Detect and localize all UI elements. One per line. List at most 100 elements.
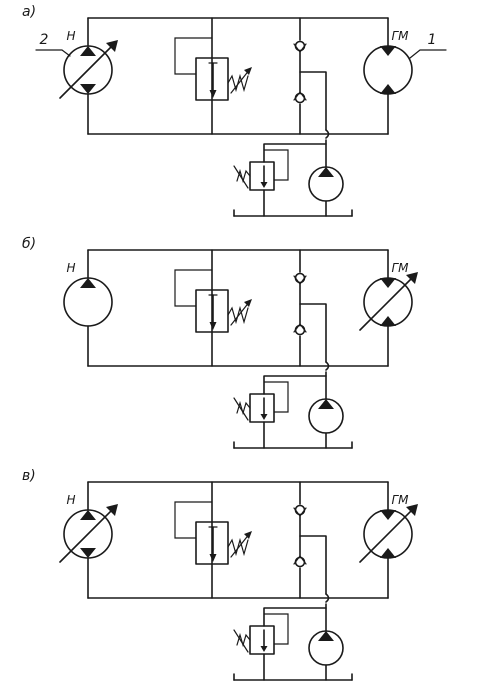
variable-arrow-head: [406, 272, 418, 284]
main-pump: [63, 277, 113, 327]
main-relief-valve-body: [195, 57, 229, 101]
variable-arrow-head: [106, 40, 118, 52]
check-valve-lower-seat: [293, 555, 307, 565]
main-relief-valve-spring-adjust-head: [244, 531, 252, 539]
hydraulic-motor: [363, 45, 413, 95]
flow-triangle-up: [80, 46, 96, 56]
charge-relief-spring: [236, 168, 251, 184]
charge-pump: [308, 630, 344, 666]
variable-arrow-shaft: [59, 505, 117, 563]
flow-triangle-up: [318, 631, 334, 641]
check-valve-upper-ball: [294, 272, 306, 284]
flow-triangle-in-bottom: [380, 316, 396, 326]
charge-feed-line: [299, 535, 327, 595]
main-relief-valve: [195, 289, 252, 333]
charge-line-crossover: [325, 129, 330, 139]
relief-pilot-line: [174, 37, 213, 75]
flow-triangle-in-bottom: [380, 84, 396, 94]
charge-relief-spring: [236, 400, 251, 416]
charge-line-crossover: [325, 593, 330, 603]
main-relief-valve-spring: [227, 73, 249, 93]
flow-triangle-up: [318, 167, 334, 177]
check-valve-upper: [293, 504, 307, 517]
motor-label: ГМ: [391, 29, 409, 43]
check-valve-lower: [293, 323, 307, 336]
charge-pressure-line: [263, 375, 327, 395]
charge-relief-arrow-head: [260, 414, 268, 420]
charge-relief-valve: [233, 393, 275, 423]
charge-relief-valve-body: [249, 625, 275, 655]
motor-label: ГМ: [391, 261, 409, 275]
flow-triangle-up: [80, 278, 96, 288]
flow-triangle-in-top: [380, 278, 396, 288]
main-pump: [59, 40, 118, 99]
pump-label: Н: [66, 29, 75, 43]
relief-pilot-line: [174, 501, 213, 539]
circuit-panel-3: в) Н ГМ: [22, 468, 418, 681]
charge-feed-line: [299, 303, 327, 363]
charge-pump: [308, 166, 344, 202]
charge-pressure-line: [263, 143, 327, 163]
check-valve-lower-seat: [293, 323, 307, 333]
check-valve-lower: [293, 555, 307, 568]
main-relief-valve: [195, 521, 252, 565]
main-relief-valve-spring: [227, 537, 249, 557]
flow-triangle-up: [318, 399, 334, 409]
charge-pilot-line: [263, 613, 289, 645]
main-relief-valve: [195, 57, 252, 101]
panel-letter: а): [22, 4, 36, 20]
motor-label: ГМ: [391, 493, 409, 507]
check-valve-lower-ball: [294, 92, 306, 104]
variable-arrow-shaft: [59, 41, 117, 99]
main-relief-valve-spring: [227, 305, 249, 325]
charge-feed-line: [299, 71, 327, 131]
flow-triangle-in-top: [380, 46, 396, 56]
motor-callout: 1: [428, 32, 437, 48]
charge-relief-spring-adjust: [233, 165, 249, 189]
main-relief-valve-spring-adjust-head: [244, 299, 252, 307]
check-valve-upper: [293, 272, 307, 285]
variable-arrow-shaft: [359, 273, 417, 331]
charge-relief-valve: [233, 161, 275, 191]
main-relief-valve-spring-adjust-head: [244, 67, 252, 75]
check-valve-lower: [293, 91, 307, 104]
check-valve-upper-ball: [294, 40, 306, 52]
pump-callout-leader: [35, 49, 71, 57]
check-valve-lower-ball: [294, 324, 306, 336]
main-relief-valve-arrow-head: [209, 90, 217, 98]
charge-relief-spring: [236, 632, 251, 648]
flow-triangle-down: [80, 548, 96, 558]
hydraulic-motor: [359, 504, 418, 563]
hydraulic-motor: [359, 272, 418, 331]
charge-relief-valve-body: [249, 393, 275, 423]
panel-letter: в): [22, 468, 36, 484]
variable-arrow-shaft: [359, 505, 417, 563]
variable-arrow-head: [406, 504, 418, 516]
flow-triangle-up: [80, 510, 96, 520]
flow-triangle-in-top: [380, 510, 396, 520]
flow-triangle-in-bottom: [380, 548, 396, 558]
charge-pump: [308, 398, 344, 434]
check-valve-lower-seat: [293, 91, 307, 101]
charge-relief-valve: [233, 625, 275, 655]
pump-label: Н: [66, 493, 75, 507]
main-relief-valve-arrow-head: [209, 554, 217, 562]
main-relief-valve-body: [195, 521, 229, 565]
charge-pressure-line: [263, 607, 327, 627]
main-relief-valve-spring-adjust: [230, 532, 251, 558]
pump-label: Н: [66, 261, 75, 275]
relief-pilot-line: [174, 269, 213, 307]
charge-pilot-line: [263, 381, 289, 413]
main-relief-valve-spring-adjust: [230, 68, 251, 94]
main-relief-valve-arrow-head: [209, 322, 217, 330]
charge-relief-arrow-head: [260, 182, 268, 188]
charge-relief-valve-body: [249, 161, 275, 191]
variable-arrow-head: [106, 504, 118, 516]
check-valve-upper-ball: [294, 504, 306, 516]
main-pump: [59, 504, 118, 563]
flow-triangle-down: [80, 84, 96, 94]
charge-line-crossover: [325, 361, 330, 371]
